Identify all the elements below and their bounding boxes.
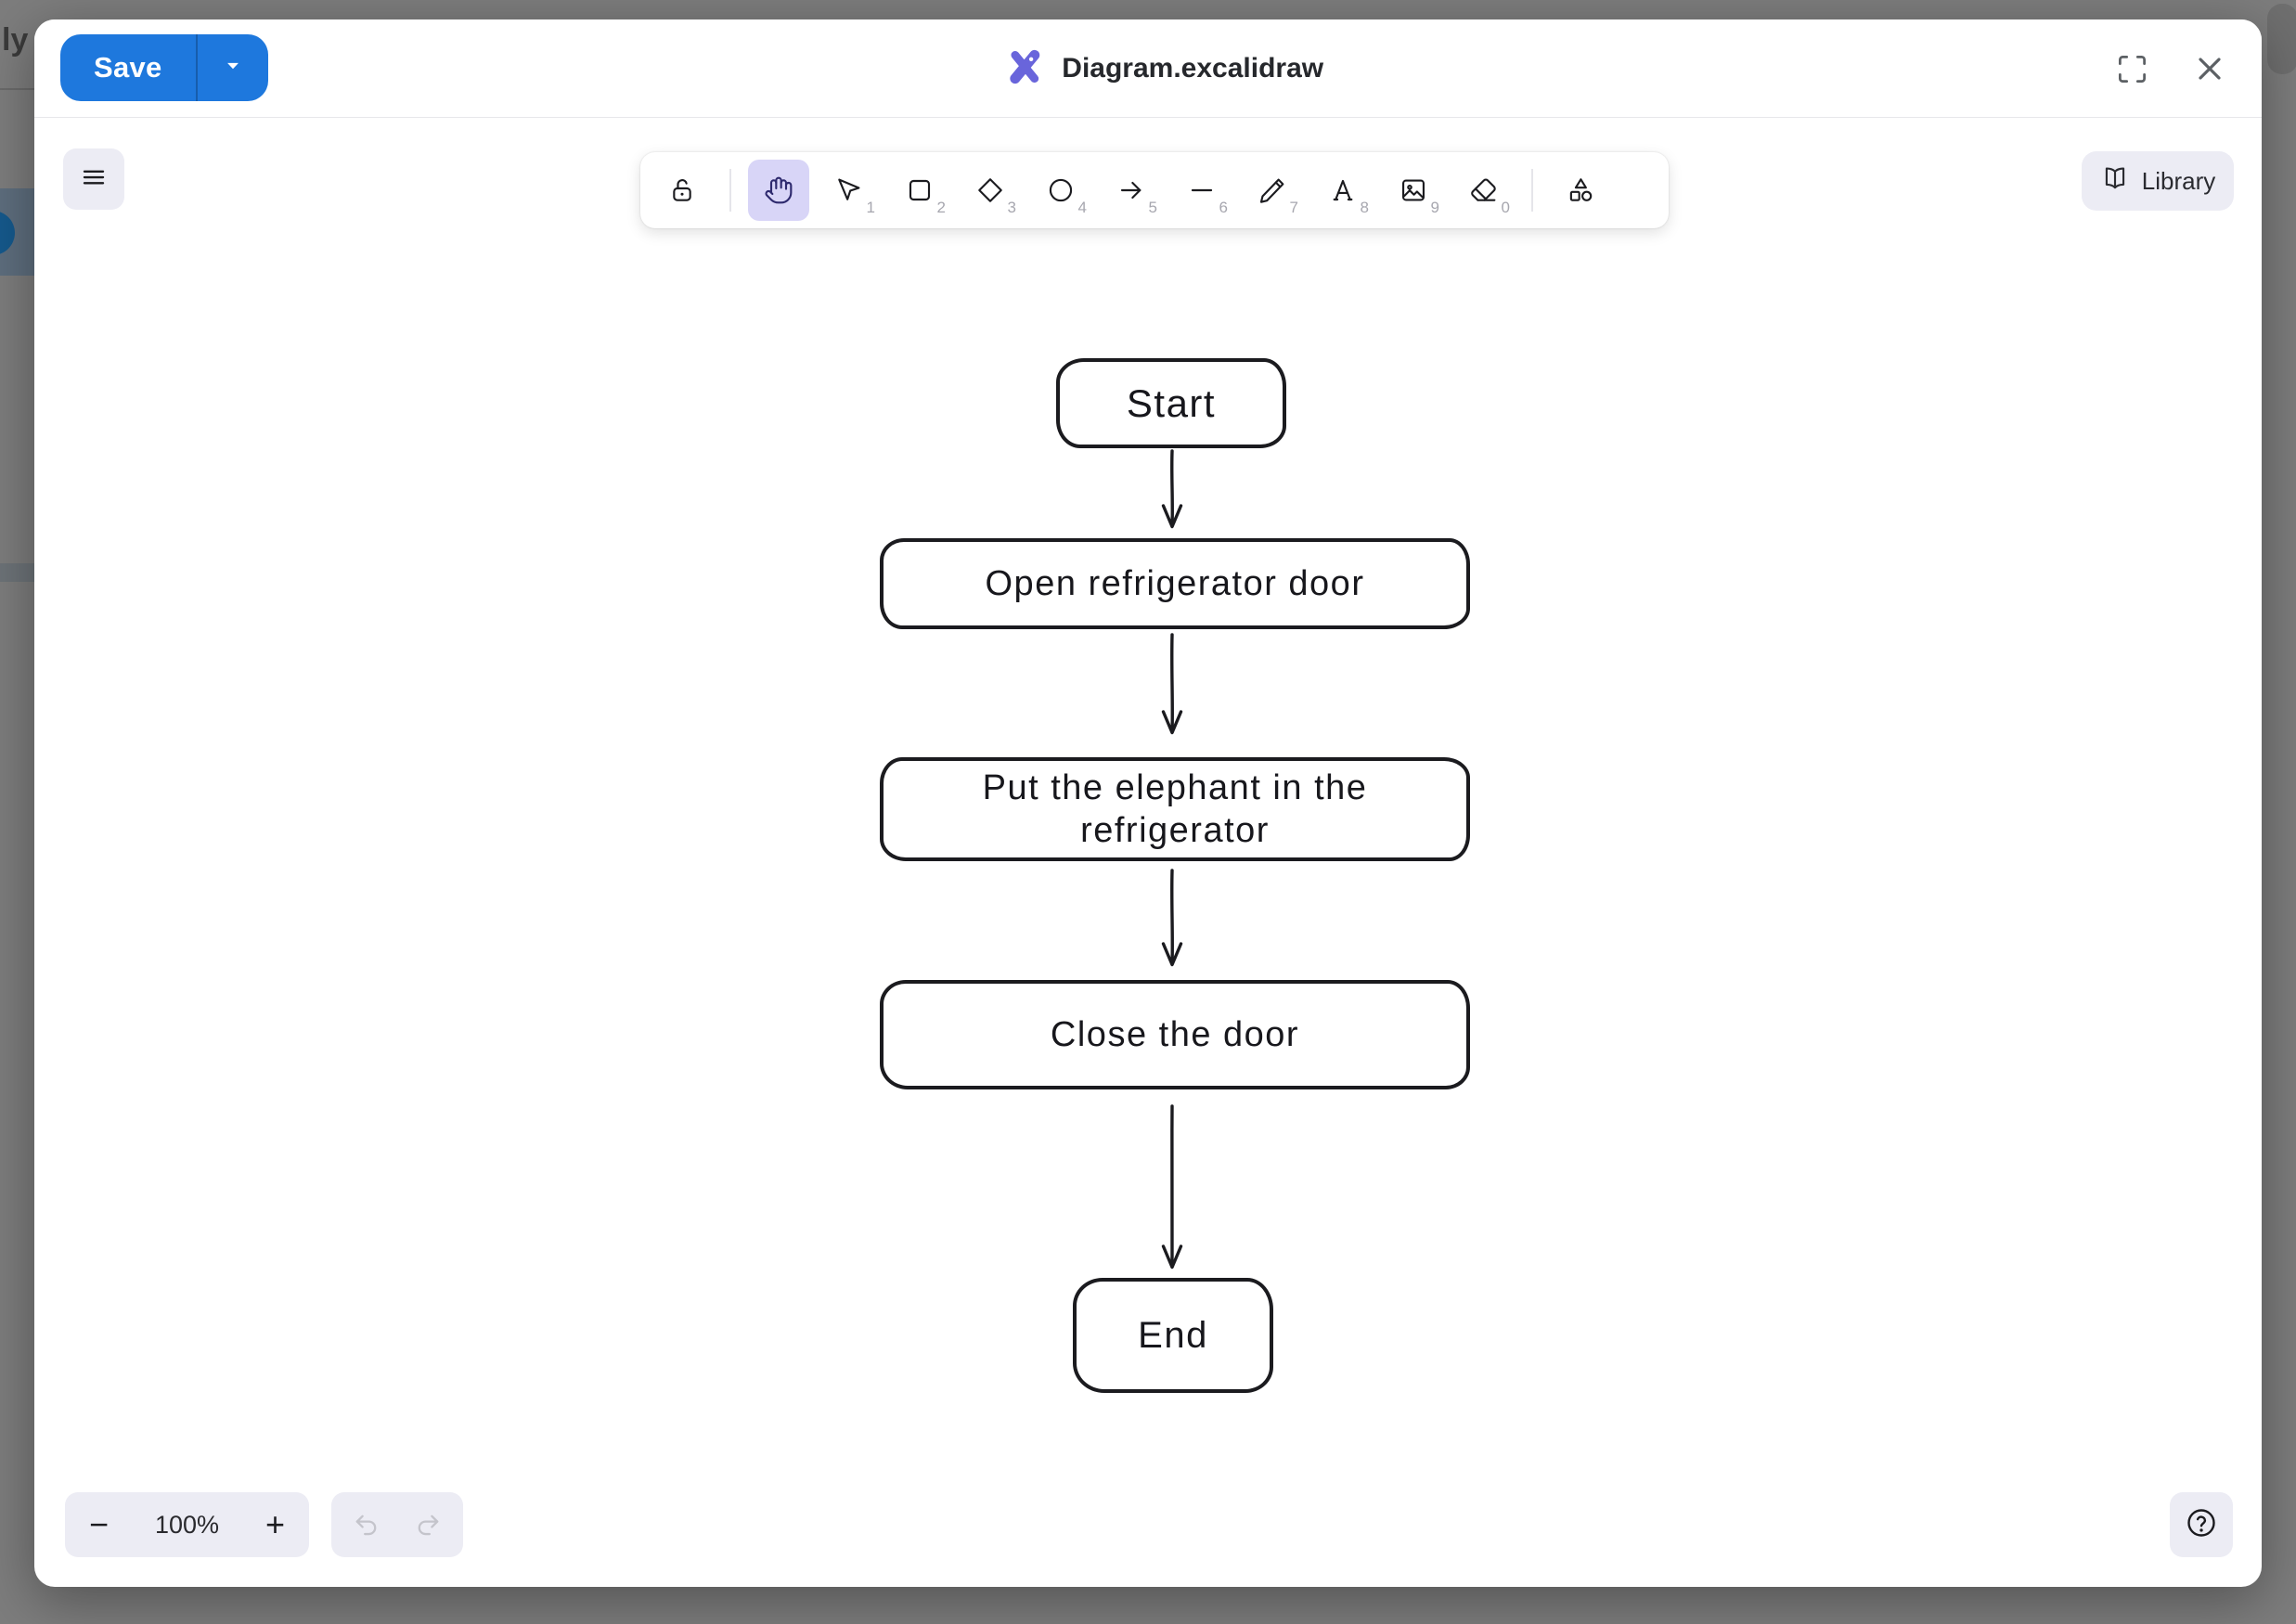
window-controls xyxy=(2116,19,2228,118)
zoom-in-button[interactable]: + xyxy=(264,1505,285,1543)
tool-badge: 3 xyxy=(1007,199,1016,216)
close-icon[interactable] xyxy=(2191,50,2228,87)
text-icon xyxy=(1328,175,1358,205)
image-icon xyxy=(1399,175,1428,205)
lock-tool-button[interactable] xyxy=(651,160,713,221)
flowchart-connector[interactable] xyxy=(1152,632,1193,736)
pencil-icon xyxy=(1258,175,1287,205)
save-button[interactable]: Save xyxy=(94,51,162,84)
cursor-icon xyxy=(834,175,864,205)
tool-badge: 6 xyxy=(1219,199,1228,216)
save-options-button[interactable] xyxy=(198,34,268,101)
toolbar-divider xyxy=(1531,169,1533,212)
flowchart-connector[interactable] xyxy=(1152,868,1193,968)
help-button[interactable] xyxy=(2170,1492,2233,1557)
backdrop-row xyxy=(0,563,34,582)
selection-tool-button[interactable]: 1 xyxy=(819,160,880,221)
document-title-group: Diagram.excalidraw xyxy=(1004,19,1323,118)
eraser-tool-button[interactable]: 0 xyxy=(1453,160,1515,221)
history-control xyxy=(331,1492,463,1557)
rectangle-tool-button[interactable]: 2 xyxy=(889,160,950,221)
diamond-icon xyxy=(975,175,1005,205)
zoom-out-button[interactable]: − xyxy=(89,1505,110,1543)
hand-icon xyxy=(764,175,793,205)
lock-open-icon xyxy=(667,175,697,205)
eraser-icon xyxy=(1469,175,1499,205)
book-open-icon xyxy=(2100,163,2130,200)
draw-tool-button[interactable]: 7 xyxy=(1242,160,1303,221)
fullscreen-icon[interactable] xyxy=(2116,53,2148,85)
zoom-level[interactable]: 100% xyxy=(154,1510,220,1539)
flowchart-node-open-door[interactable]: Open refrigerator door xyxy=(880,538,1470,629)
document-title: Diagram.excalidraw xyxy=(1062,53,1324,84)
tool-badge: 1 xyxy=(866,199,875,216)
ellipse-tool-button[interactable]: 4 xyxy=(1030,160,1091,221)
main-menu-button[interactable] xyxy=(63,148,124,210)
save-button-separator xyxy=(195,34,198,101)
tool-badge: 8 xyxy=(1360,199,1369,216)
tool-badge: 5 xyxy=(1148,199,1157,216)
arrow-tool-button[interactable]: 5 xyxy=(1101,160,1162,221)
tool-badge: 7 xyxy=(1289,199,1298,216)
rectangle-icon xyxy=(905,175,935,205)
diamond-tool-button[interactable]: 3 xyxy=(960,160,1021,221)
tool-badge: 2 xyxy=(936,199,946,216)
help-icon xyxy=(2185,1506,2218,1544)
redo-icon[interactable] xyxy=(414,1511,443,1540)
excalidraw-logo-icon xyxy=(1004,46,1045,92)
flowchart-connector[interactable] xyxy=(1152,448,1193,530)
library-button[interactable]: Library xyxy=(2082,151,2234,211)
tool-island: 1 2 3 4 xyxy=(640,152,1669,228)
modal-header: Save Diagram.excalidraw xyxy=(34,19,2262,118)
flowchart-node-close-door[interactable]: Close the door xyxy=(880,980,1470,1089)
image-tool-button[interactable]: 9 xyxy=(1383,160,1444,221)
tool-badge: 4 xyxy=(1077,199,1087,216)
backdrop-avatar xyxy=(0,211,15,255)
tool-badge: 9 xyxy=(1430,199,1439,216)
arrow-right-icon xyxy=(1116,175,1146,205)
backdrop-right-shape xyxy=(2267,4,2296,74)
hand-tool-button[interactable] xyxy=(748,160,809,221)
flowchart-node-end[interactable]: End xyxy=(1073,1278,1273,1393)
flowchart-node-put-elephant[interactable]: Put the elephant in the refrigerator xyxy=(880,757,1470,861)
line-tool-button[interactable]: 6 xyxy=(1171,160,1232,221)
toolbar-divider xyxy=(729,169,731,212)
line-icon xyxy=(1187,175,1217,205)
caret-down-icon xyxy=(223,56,243,81)
library-label: Library xyxy=(2141,166,2216,195)
hamburger-menu-icon xyxy=(80,163,108,196)
undo-icon[interactable] xyxy=(352,1511,381,1540)
excalidraw-modal: Save Diagram.excalidraw xyxy=(34,19,2262,1587)
tool-badge: 0 xyxy=(1501,199,1510,216)
flowchart-node-start[interactable]: Start xyxy=(1056,358,1286,448)
text-tool-button[interactable]: 8 xyxy=(1312,160,1374,221)
save-split-button[interactable]: Save xyxy=(60,34,268,101)
zoom-control: − 100% + xyxy=(65,1492,309,1557)
backdrop-divider xyxy=(0,88,34,90)
flowchart-connector[interactable] xyxy=(1152,1103,1193,1270)
more-shapes-button[interactable] xyxy=(1550,160,1611,221)
ellipse-icon xyxy=(1046,175,1076,205)
shapes-icon xyxy=(1566,175,1595,205)
